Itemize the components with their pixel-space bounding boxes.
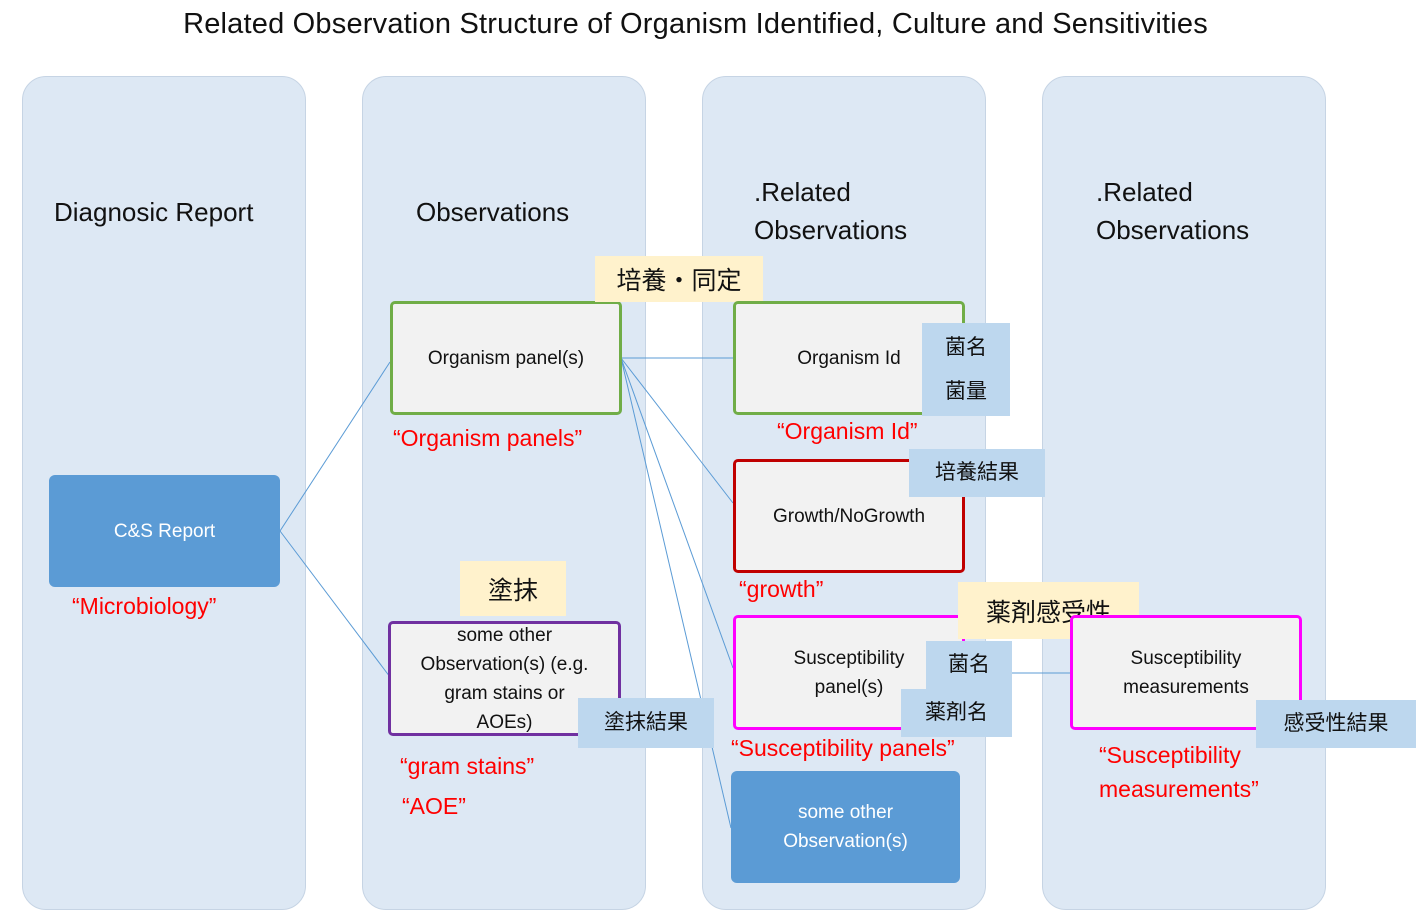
cs-report-node[interactable]: C&S Report: [49, 475, 280, 587]
susceptibility-panels-line: panel(s): [814, 676, 884, 698]
diagram-title: Related Observation Structure of Organis…: [183, 8, 1208, 40]
organism-panels-caption: “Organism panels”: [393, 425, 583, 451]
susceptibility-measurements-caption-line1: “Susceptibility: [1099, 742, 1241, 768]
connector-report-to-organism-panels: [279, 361, 391, 532]
column-related-observations-2: [1042, 76, 1326, 910]
column-header-related-observations-2: .Related Observations: [1096, 166, 1249, 256]
organism-name-quantity-tag: 菌名 菌量: [922, 323, 1010, 416]
smear-result-tag: 塗抹結果: [578, 698, 714, 748]
connector-panels-to-susceptibility-panels: [620, 357, 734, 669]
organism-id-label: Organism Id: [797, 347, 901, 369]
column-observations: [362, 76, 646, 910]
susceptibility-measurements-line: measurements: [1123, 676, 1249, 698]
susceptibility-panels-line: Susceptibility: [793, 647, 905, 669]
culture-identification-tag: 培養・同定: [595, 256, 763, 302]
other-observations-line: some other: [456, 624, 553, 646]
susceptibility-measurements-caption-line2: measurements”: [1099, 776, 1259, 802]
column-header-line: .Related: [1096, 177, 1193, 207]
connector-panels-to-some-other-observations: [620, 357, 732, 829]
column-header-diagnostic-report: Diagnosic Report: [54, 197, 254, 227]
organism-panels-label: Organism panel(s): [427, 347, 585, 369]
some-other-observations-line: Observation(s): [783, 831, 908, 852]
gram-stains-caption: “gram stains”: [400, 753, 535, 779]
organism-id-caption: “Organism Id”: [777, 418, 918, 444]
column-header-line: Observations: [754, 215, 908, 245]
culture-result-tag: 培養結果: [909, 449, 1045, 497]
organism-panels-node[interactable]: Organism panel(s): [390, 301, 622, 415]
susceptibility-result-tag: 感受性結果: [1256, 700, 1416, 748]
susceptibility-measurements-line: Susceptibility: [1130, 647, 1242, 669]
organism-name-tag: 菌名: [926, 641, 1012, 689]
drug-name-tag: 薬剤名: [901, 689, 1012, 737]
other-observations-line: gram stains or: [444, 682, 565, 704]
connector-panels-to-growth: [620, 357, 734, 504]
column-header-line: .Related: [754, 177, 851, 207]
smear-tag: 塗抹: [460, 561, 566, 616]
some-other-observations-node[interactable]: some other Observation(s): [731, 771, 960, 883]
growth-label: Growth/NoGrowth: [772, 505, 926, 527]
other-observations-line: AOEs): [476, 711, 533, 733]
column-header-related-observations-1: .Related Observations: [754, 166, 907, 256]
column-header-line: Observations: [1096, 215, 1250, 245]
some-other-observations-line: some other: [797, 802, 894, 823]
connector-report-to-other-observations: [279, 530, 391, 678]
susceptibility-panels-caption: “Susceptibility panels”: [731, 735, 955, 761]
growth-caption: “growth”: [739, 576, 824, 602]
cs-report-label: C&S Report: [113, 520, 216, 542]
cs-report-caption: “Microbiology”: [72, 593, 217, 619]
aoe-caption: “AOE”: [402, 793, 466, 819]
organism-name-label: 菌名: [945, 335, 987, 359]
other-observations-line: Observation(s) (e.g.: [420, 653, 589, 675]
organism-quantity-label: 菌量: [945, 379, 987, 403]
column-header-observations: Observations: [416, 197, 570, 227]
